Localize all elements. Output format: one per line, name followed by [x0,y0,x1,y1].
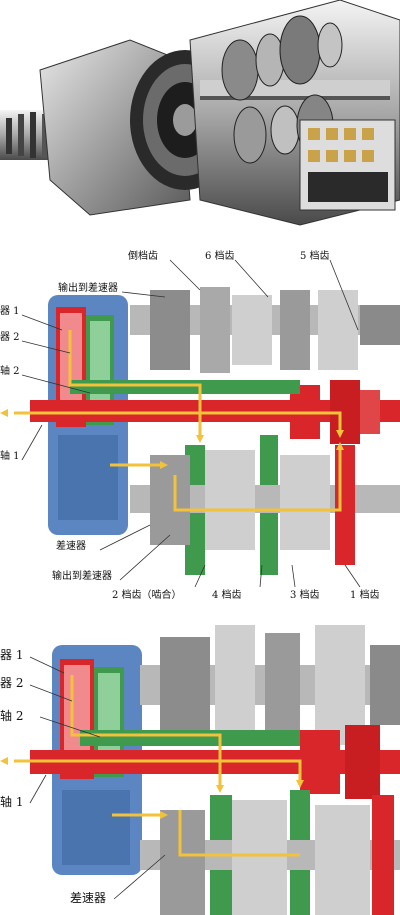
power-flow-path [14,330,342,512]
label-clutch-2: 器 2 [0,332,20,343]
label-leader-lines-zoomed [29,656,166,900]
transmission-cutaway-render [0,0,400,235]
label-reverse-gear: 倒档齿 [128,251,158,262]
power-flow-drawing [0,259,400,588]
cutaway-illustration [0,0,400,226]
label-gear-6: 6 档齿 [205,251,235,262]
label-shaft-1: 轴 1 [0,451,20,462]
label-gear-2-engaged: 2 档齿（啮合） [112,590,182,601]
gear-stack [221,15,343,164]
power-flow-arrowheads [0,409,344,469]
label-clutch-1-zoomed: 器 1 [0,648,24,662]
label-gear-1: 1 档齿 [350,590,380,601]
label-shaft-2-zoomed: 轴 2 [0,709,24,723]
label-differential-zoomed: 差速器 [70,891,107,905]
label-gear-3: 3 档齿 [290,590,320,601]
upper-output-shaft [130,287,400,373]
label-leader-lines [21,259,361,588]
label-clutch-1: 器 1 [0,306,20,317]
mechatronic-unit [299,119,396,211]
label-output-to-differential-bottom: 输出到差速器 [52,571,112,582]
power-flow-diagram-labeled: 倒档齿 6 档齿 5 档齿 输出到差速器 器 1 器 2 轴 2 轴 1 差速器… [0,235,400,615]
label-output-to-differential-top: 输出到差速器 [58,283,118,294]
power-flow-arrowheads-zoomed [0,757,304,819]
label-shaft-2: 轴 2 [0,366,20,377]
power-flow-path-zoomed [14,675,302,857]
power-flow-drawing-zoomed [0,625,400,915]
label-clutch-2-zoomed: 器 2 [0,676,24,690]
label-gear-5: 5 档齿 [300,251,330,262]
power-flow-diagram-zoomed: 器 1 器 2 轴 2 轴 1 差速器 [0,615,400,915]
label-shaft-1-zoomed: 轴 1 [0,795,24,809]
upper-output-shaft-zoomed [140,625,400,745]
label-differential: 差速器 [56,541,86,552]
label-gear-4: 4 档齿 [212,590,242,601]
